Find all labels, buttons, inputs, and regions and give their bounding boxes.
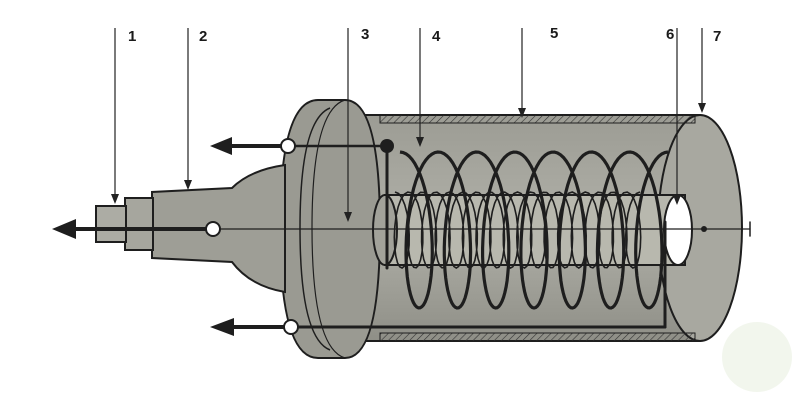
watermark-logo [722,322,792,392]
axis-dot [701,226,707,232]
label-1: 1 [128,28,136,45]
label-3: 3 [361,26,369,43]
inner-helix-coil [393,191,642,269]
inner-helix [393,191,642,269]
cylinder-wall-bottom [379,332,696,342]
outer-helix-coil [399,150,669,310]
junction-dot [380,139,394,153]
lead-wires [213,144,751,329]
terminal-center [52,219,221,239]
label-2: 2 [199,28,207,45]
label-4: 4 [432,28,441,45]
cylinder-wall-top [379,114,696,124]
label-5: 5 [550,25,558,42]
terminal-top [210,137,296,155]
label-6: 6 [666,26,674,43]
outer-helix [399,150,669,310]
leader-lines [111,28,706,222]
terminal-bottom [210,318,299,336]
label-7: 7 [713,28,721,45]
